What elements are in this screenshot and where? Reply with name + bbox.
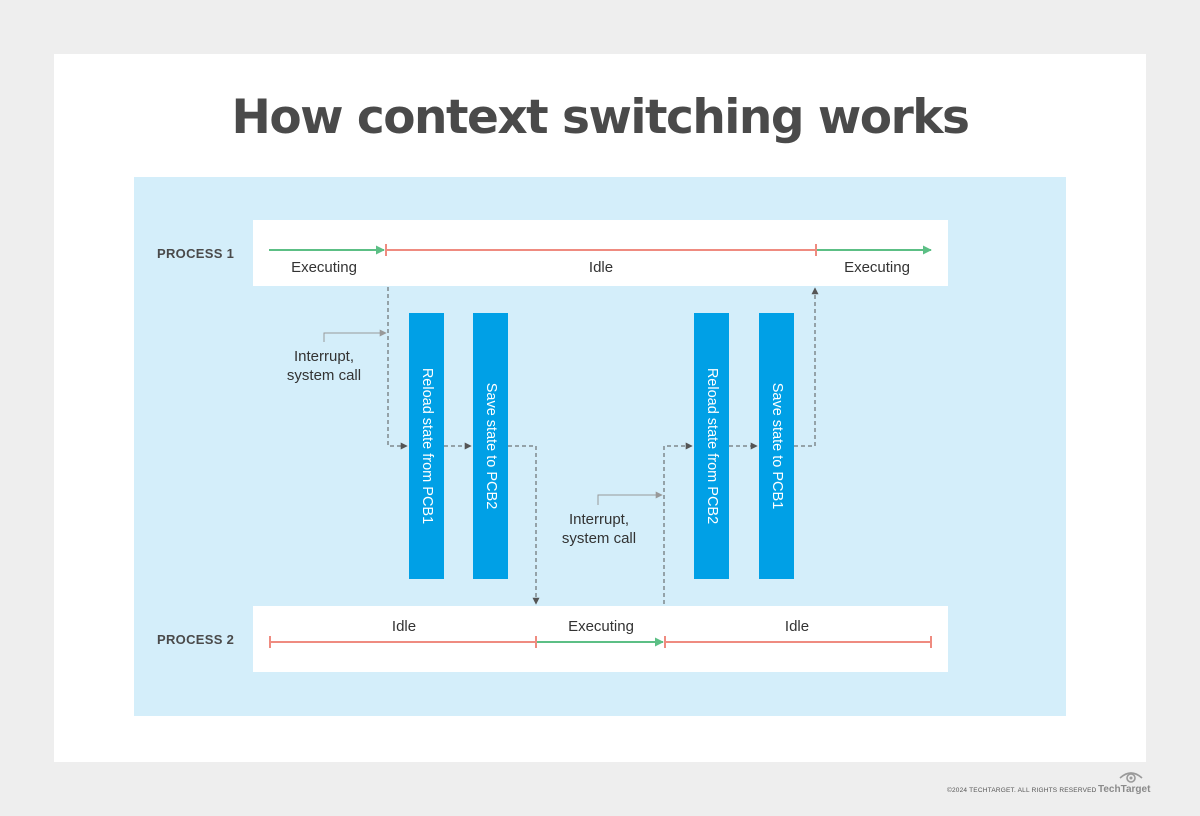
process1-segment-label: Executing: [844, 259, 910, 276]
interrupt-note-line: Interrupt,: [293, 348, 355, 365]
process1-segment-label: Idle: [588, 259, 614, 276]
step-bar-save-pcb1: Save state to PCB1: [759, 313, 794, 579]
logo-wordmark: TechTarget: [1098, 784, 1151, 795]
step-bar-reload-pcb1: Reload state from PCB1: [409, 313, 444, 579]
step-bar-reload-pcb2: Reload state from PCB2: [694, 313, 729, 579]
step-label: Reload state from PCB1: [418, 367, 435, 525]
step-bar-save-pcb2: Save state to PCB2: [473, 313, 508, 579]
process2-segment-label: Executing: [568, 618, 634, 635]
process1-segment-label: Executing: [291, 259, 357, 276]
interrupt-note-2: Interrupt, system call: [562, 510, 636, 548]
step-label: Reload state from PCB2: [703, 367, 720, 525]
process2-lane: [253, 606, 948, 672]
process1-label: PROCESS 1: [157, 246, 235, 261]
interrupt-note-line: system call: [561, 530, 637, 547]
step-label: Save state to PCB2: [482, 382, 499, 510]
eye-icon: [1119, 772, 1143, 783]
process1-lane: [253, 220, 948, 286]
interrupt-note-line: system call: [286, 367, 362, 384]
interrupt-note-line: Interrupt,: [568, 511, 630, 528]
techtarget-logo: TechTarget: [1098, 770, 1151, 798]
step-label: Save state to PCB1: [768, 382, 785, 510]
process2-label: PROCESS 2: [157, 632, 235, 647]
process2-segment-label: Idle: [784, 618, 810, 635]
interrupt-note-1: Interrupt, system call: [287, 347, 361, 385]
copyright-notice: ©2024 TECHTARGET. ALL RIGHTS RESERVED: [947, 787, 1097, 794]
page-title: How context switching works: [231, 90, 971, 145]
process2-segment-label: Idle: [391, 618, 417, 635]
